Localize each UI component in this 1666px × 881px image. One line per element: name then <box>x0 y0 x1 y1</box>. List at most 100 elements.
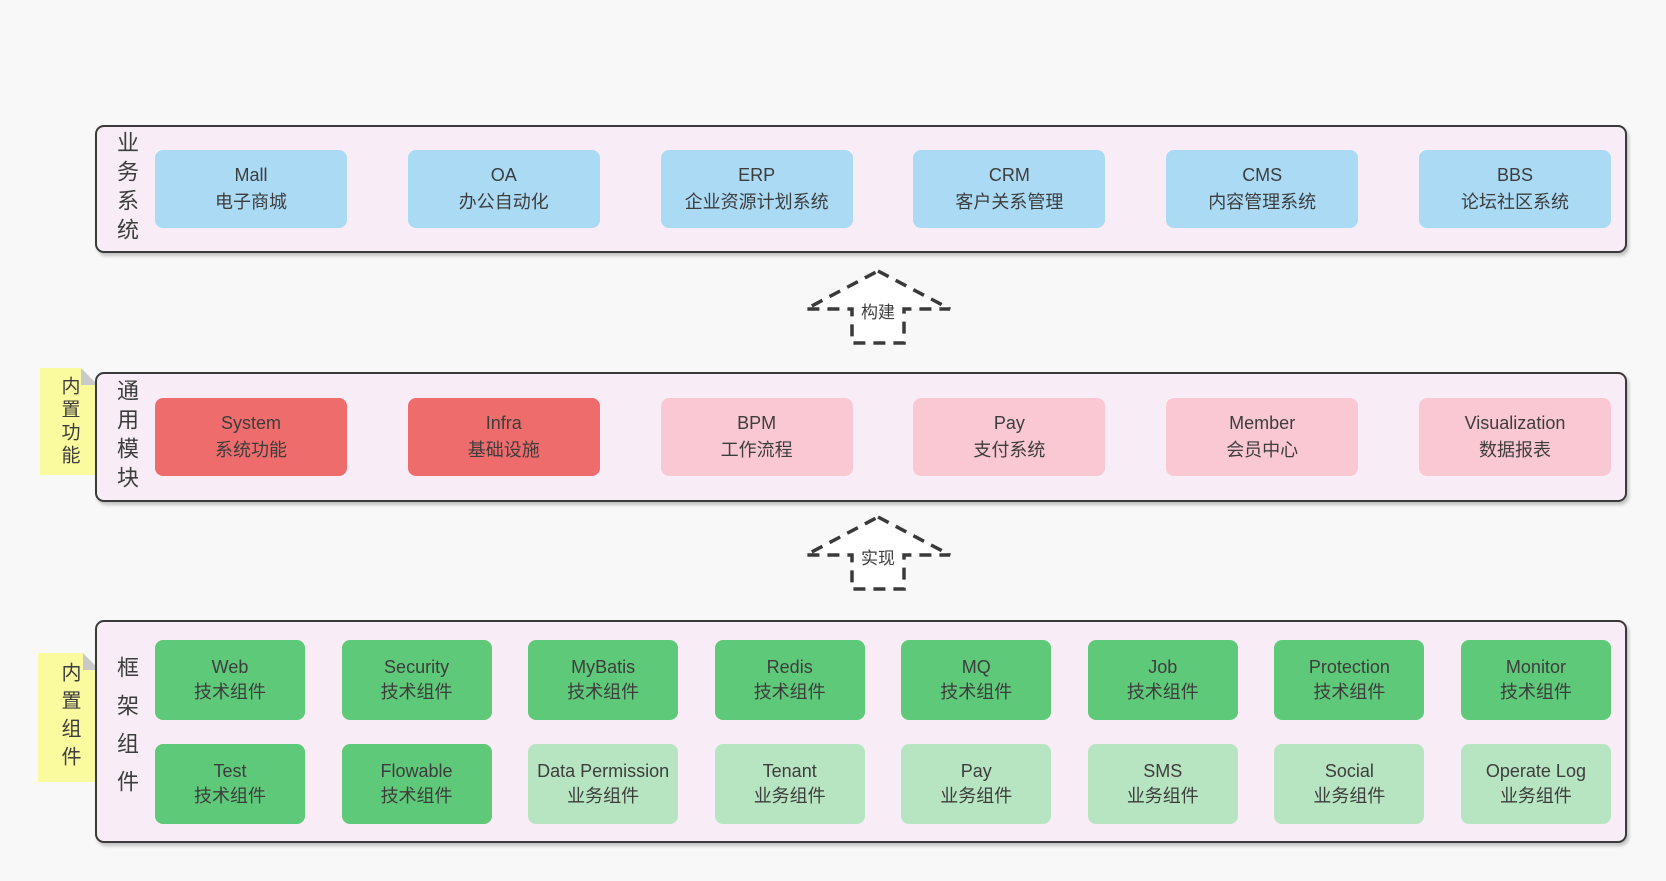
framework-components-band: 框架组件 Web 技术组件 Security 技术组件 MyBatis 技术组件… <box>95 620 1627 843</box>
band-label-text: 通用模块 <box>114 379 139 495</box>
box-title: Operate Log <box>1485 760 1586 781</box>
box-subtitle: 技术组件 <box>940 681 1013 702</box>
system-box-mall: Mall 电子商城 <box>155 150 347 228</box>
module-box-member: Member 会员中心 <box>1166 398 1359 476</box>
box-title: Data Permission <box>537 760 670 781</box>
sticky-note-label: 内置组件 <box>58 661 80 774</box>
box-subtitle: 业务组件 <box>940 785 1013 806</box>
business-systems-boxes: Mall 电子商城 OA 办公自动化 ERP 企业资源计划系统 CRM 客户关系… <box>155 150 1625 228</box>
box-subtitle: 业务组件 <box>1313 785 1386 806</box>
framework-components-rows: Web 技术组件 Security 技术组件 MyBatis 技术组件 Redi… <box>155 639 1625 824</box>
system-box-cms: CMS 内容管理系统 <box>1166 150 1359 228</box>
module-box-system: System 系统功能 <box>155 398 347 476</box>
box-subtitle: 技术组件 <box>567 681 640 702</box>
box-subtitle: 论坛社区系统 <box>1460 192 1569 212</box>
box-title: Protection <box>1308 656 1390 677</box>
box-title: Infra <box>485 413 522 433</box>
box-title: Job <box>1148 656 1178 677</box>
box-subtitle: 基础设施 <box>467 440 540 460</box>
box-title: MQ <box>961 656 991 677</box>
box-title: Web <box>211 656 249 677</box>
component-box-flowable: Flowable 技术组件 <box>341 743 492 824</box>
business-systems-band: 业务系统 Mall 电子商城 OA 办公自动化 ERP 企业资源计划系统 CRM… <box>95 125 1627 253</box>
component-box-job: Job 技术组件 <box>1087 639 1238 720</box>
box-title: Monitor <box>1505 656 1566 677</box>
box-subtitle: 技术组件 <box>753 681 826 702</box>
sticky-note-built-in-functions: 内置功能 <box>40 368 98 475</box>
component-box-security: Security 技术组件 <box>341 639 492 720</box>
components-row-business: Test 技术组件 Flowable 技术组件 Data Permission … <box>155 743 1611 824</box>
box-subtitle: 技术组件 <box>1126 681 1199 702</box>
sticky-note-label: 内置功能 <box>58 375 80 468</box>
box-subtitle: 技术组件 <box>194 681 266 702</box>
box-subtitle: 业务组件 <box>1126 785 1199 806</box>
arrow-label: 构建 <box>856 302 900 324</box>
box-subtitle: 办公自动化 <box>458 192 549 212</box>
box-title: Social <box>1324 760 1374 781</box>
component-box-redis: Redis 技术组件 <box>714 639 865 720</box>
component-box-test: Test 技术组件 <box>155 743 305 824</box>
component-box-protection: Protection 技术组件 <box>1274 639 1425 720</box>
box-title: BBS <box>1496 165 1533 185</box>
module-box-visualization: Visualization 数据报表 <box>1418 398 1611 476</box>
box-subtitle: 技术组件 <box>1499 681 1572 702</box>
box-subtitle: 业务组件 <box>567 785 640 806</box>
box-title: ERP <box>738 165 776 185</box>
band-label-text: 框架组件 <box>114 655 139 808</box>
box-title: System <box>220 413 281 433</box>
box-title: Test <box>213 760 247 781</box>
component-box-mq: MQ 技术组件 <box>901 639 1052 720</box>
box-subtitle: 系统功能 <box>215 440 287 460</box>
module-box-pay: Pay 支付系统 <box>913 398 1106 476</box>
box-subtitle: 业务组件 <box>753 785 826 806</box>
band-label: 业务系统 <box>97 131 155 247</box>
box-title: BPM <box>737 413 777 433</box>
sticky-note-built-in-components: 内置组件 <box>38 653 100 782</box>
module-box-bpm: BPM 工作流程 <box>660 398 853 476</box>
component-box-mybatis: MyBatis 技术组件 <box>528 639 679 720</box>
box-title: Flowable <box>380 760 453 781</box>
system-box-oa: OA 办公自动化 <box>407 150 600 228</box>
component-box-operate-log: Operate Log 业务组件 <box>1460 743 1611 824</box>
component-box-sms: SMS 业务组件 <box>1087 743 1238 824</box>
implement-arrow: 实现 <box>798 514 958 592</box>
component-box-data-permission: Data Permission 业务组件 <box>528 743 679 824</box>
box-title: MyBatis <box>571 656 636 677</box>
box-title: Security <box>384 656 450 677</box>
box-subtitle: 业务组件 <box>1499 785 1572 806</box>
common-modules-band: 通用模块 System 系统功能 Infra 基础设施 BPM 工作流程 Pay… <box>95 372 1627 502</box>
box-subtitle: 内容管理系统 <box>1208 192 1317 212</box>
build-arrow: 构建 <box>798 268 958 346</box>
box-title: CMS <box>1242 165 1283 185</box>
components-row-technical: Web 技术组件 Security 技术组件 MyBatis 技术组件 Redi… <box>155 639 1611 720</box>
system-box-erp: ERP 企业资源计划系统 <box>660 150 853 228</box>
arrow-label: 实现 <box>856 548 900 570</box>
box-title: Pay <box>993 413 1025 433</box>
band-label: 通用模块 <box>97 379 155 495</box>
box-title: SMS <box>1143 760 1183 781</box>
box-subtitle: 企业资源计划系统 <box>684 192 829 212</box>
box-subtitle: 支付系统 <box>973 440 1046 460</box>
box-subtitle: 会员中心 <box>1226 440 1299 460</box>
system-box-bbs: BBS 论坛社区系统 <box>1418 150 1611 228</box>
component-box-web: Web 技术组件 <box>155 639 305 720</box>
band-label-text: 业务系统 <box>114 131 139 247</box>
common-modules-boxes: System 系统功能 Infra 基础设施 BPM 工作流程 Pay 支付系统… <box>155 398 1625 476</box>
component-box-pay: Pay 业务组件 <box>901 743 1052 824</box>
component-box-tenant: Tenant 业务组件 <box>714 743 865 824</box>
box-subtitle: 客户关系管理 <box>955 192 1064 212</box>
box-subtitle: 技术组件 <box>380 681 453 702</box>
box-subtitle: 技术组件 <box>380 785 453 806</box>
box-title: Redis <box>766 656 813 677</box>
component-box-social: Social 业务组件 <box>1274 743 1425 824</box>
box-title: OA <box>490 165 517 185</box>
box-subtitle: 技术组件 <box>1313 681 1386 702</box>
system-box-crm: CRM 客户关系管理 <box>913 150 1106 228</box>
box-title: Visualization <box>1464 413 1566 433</box>
band-label: 框架组件 <box>97 656 155 808</box>
box-subtitle: 电子商城 <box>215 192 287 212</box>
box-title: CRM <box>988 165 1030 185</box>
box-title: Pay <box>960 760 992 781</box>
box-title: Mall <box>234 165 268 185</box>
box-title: Member <box>1229 413 1296 433</box>
